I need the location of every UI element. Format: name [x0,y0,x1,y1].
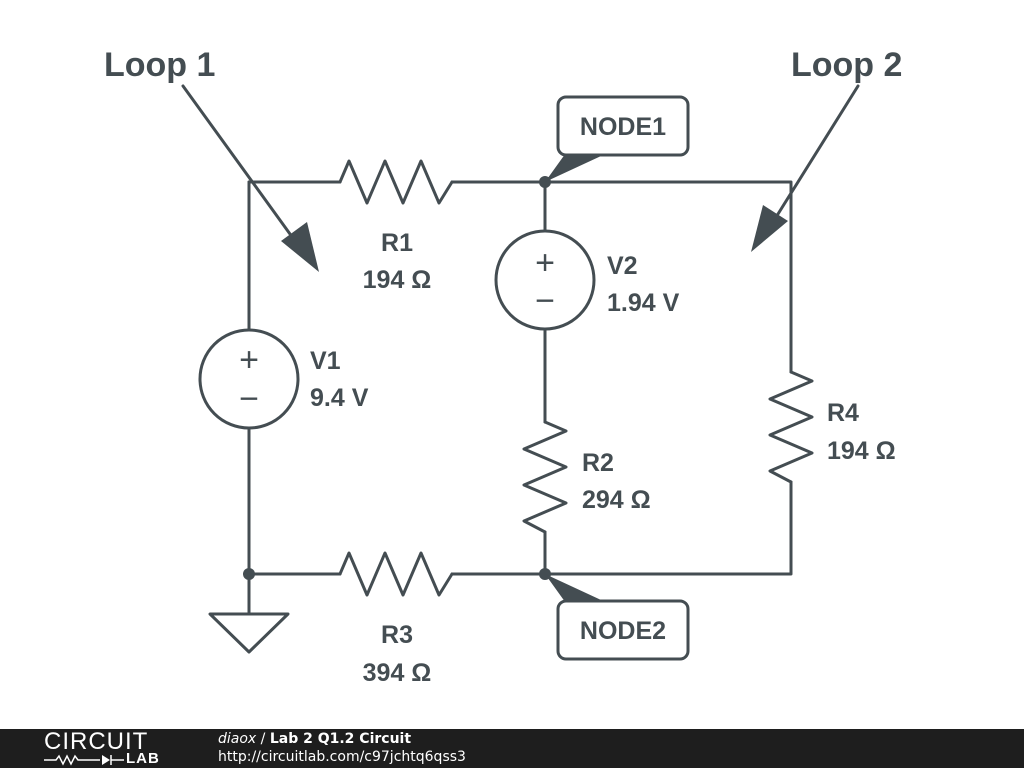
loop2-arrow [751,84,860,252]
r1-value: 194 Ω [363,266,432,294]
circuitlab-logo-lab: LAB [126,750,160,767]
r3-value: 394 Ω [363,659,432,687]
resistor-r4[interactable] [768,370,814,484]
v1-minus-symbol: − [239,380,259,418]
footer-bar: CIRCUIT LAB diaox / Lab 2 Q1.2 Circuit h… [0,729,1024,768]
footer-author[interactable]: diaox [218,731,257,747]
r3-name: R3 [381,621,413,649]
r2-name: R2 [582,449,614,477]
loop1-arrow [181,84,319,272]
r1-name: R1 [381,229,413,257]
v2-plus-symbol: + [535,244,555,282]
wire-top-mid [450,180,793,374]
r2-value: 294 Ω [582,486,651,514]
ground-icon [208,612,290,654]
node2-label: NODE2 [580,617,666,645]
r4-name: R4 [827,399,859,427]
v2-minus-symbol: − [535,282,555,320]
loop1-label: Loop 1 [104,46,215,84]
node1-callout[interactable]: NODE1 [545,95,690,182]
v2-name: V2 [607,252,638,280]
resistor-r1[interactable] [338,159,454,205]
footer-url[interactable]: http://circuitlab.com/c97jchtq6qss3 [218,749,466,765]
r4-value: 194 Ω [827,437,896,465]
loop2-label: Loop 2 [791,46,902,84]
circuitlab-logo-text[interactable]: CIRCUIT [44,728,149,755]
v2-value: 1.94 V [607,289,680,317]
voltage-source-v2[interactable]: + − [494,229,596,331]
circuitlab-logo-icon [44,754,124,766]
wires [247,180,793,616]
v1-name: V1 [310,347,341,375]
footer-separator: / [256,731,270,747]
footer-title-line: diaox / Lab 2 Q1.2 Circuit [218,731,411,748]
junction-bottom-left [243,568,255,580]
v1-value: 9.4 V [310,384,369,412]
voltage-source-v1[interactable]: + − [198,328,300,430]
node1-label: NODE1 [580,113,666,141]
resistor-r2[interactable] [522,420,568,534]
resistor-r3[interactable] [338,551,454,597]
node2-callout[interactable]: NODE2 [545,574,690,661]
footer-circuit-title[interactable]: Lab 2 Q1.2 Circuit [269,731,412,747]
v1-plus-symbol: + [239,341,259,379]
wire-bottom-right [450,480,793,576]
